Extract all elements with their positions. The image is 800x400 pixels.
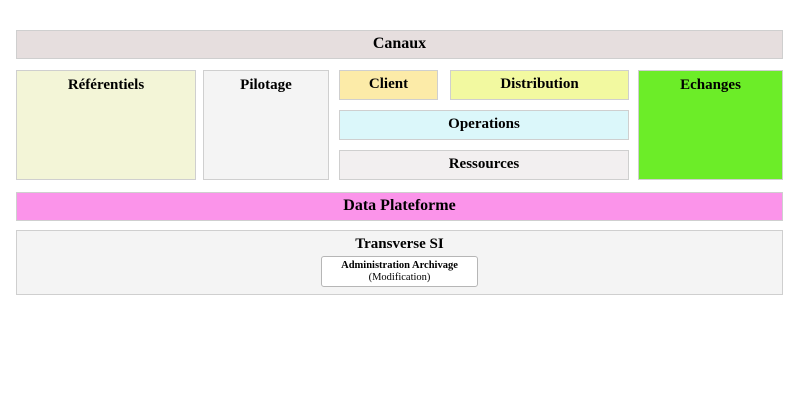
pilotage-block[interactable]: Pilotage <box>203 70 329 180</box>
administration-archivage-subtitle: (Modification) <box>368 271 431 283</box>
referentiels-label: Référentiels <box>67 77 145 93</box>
transverse-si-block[interactable]: Transverse SI Administration Archivage (… <box>16 230 783 295</box>
pilotage-label: Pilotage <box>240 77 292 93</box>
canaux-label: Canaux <box>372 35 427 53</box>
operations-label: Operations <box>448 116 520 133</box>
transverse-si-label: Transverse SI <box>355 236 444 252</box>
client-label: Client <box>368 76 409 93</box>
administration-archivage-item[interactable]: Administration Archivage (Modification) <box>321 256 478 287</box>
echanges-block[interactable]: Echanges <box>638 70 783 180</box>
ressources-label: Ressources <box>448 156 520 173</box>
operations-block[interactable]: Operations <box>339 110 629 140</box>
distribution-block[interactable]: Distribution <box>450 70 629 100</box>
client-block[interactable]: Client <box>339 70 438 100</box>
administration-archivage-title: Administration Archivage <box>341 259 458 271</box>
data-plateforme-band[interactable]: Data Plateforme <box>16 192 783 221</box>
ressources-block[interactable]: Ressources <box>339 150 629 180</box>
data-plateforme-label: Data Plateforme <box>343 197 456 215</box>
echanges-label: Echanges <box>680 77 741 93</box>
referentiels-block[interactable]: Référentiels <box>16 70 196 180</box>
distribution-label: Distribution <box>500 76 579 93</box>
canaux-band[interactable]: Canaux <box>16 30 783 59</box>
